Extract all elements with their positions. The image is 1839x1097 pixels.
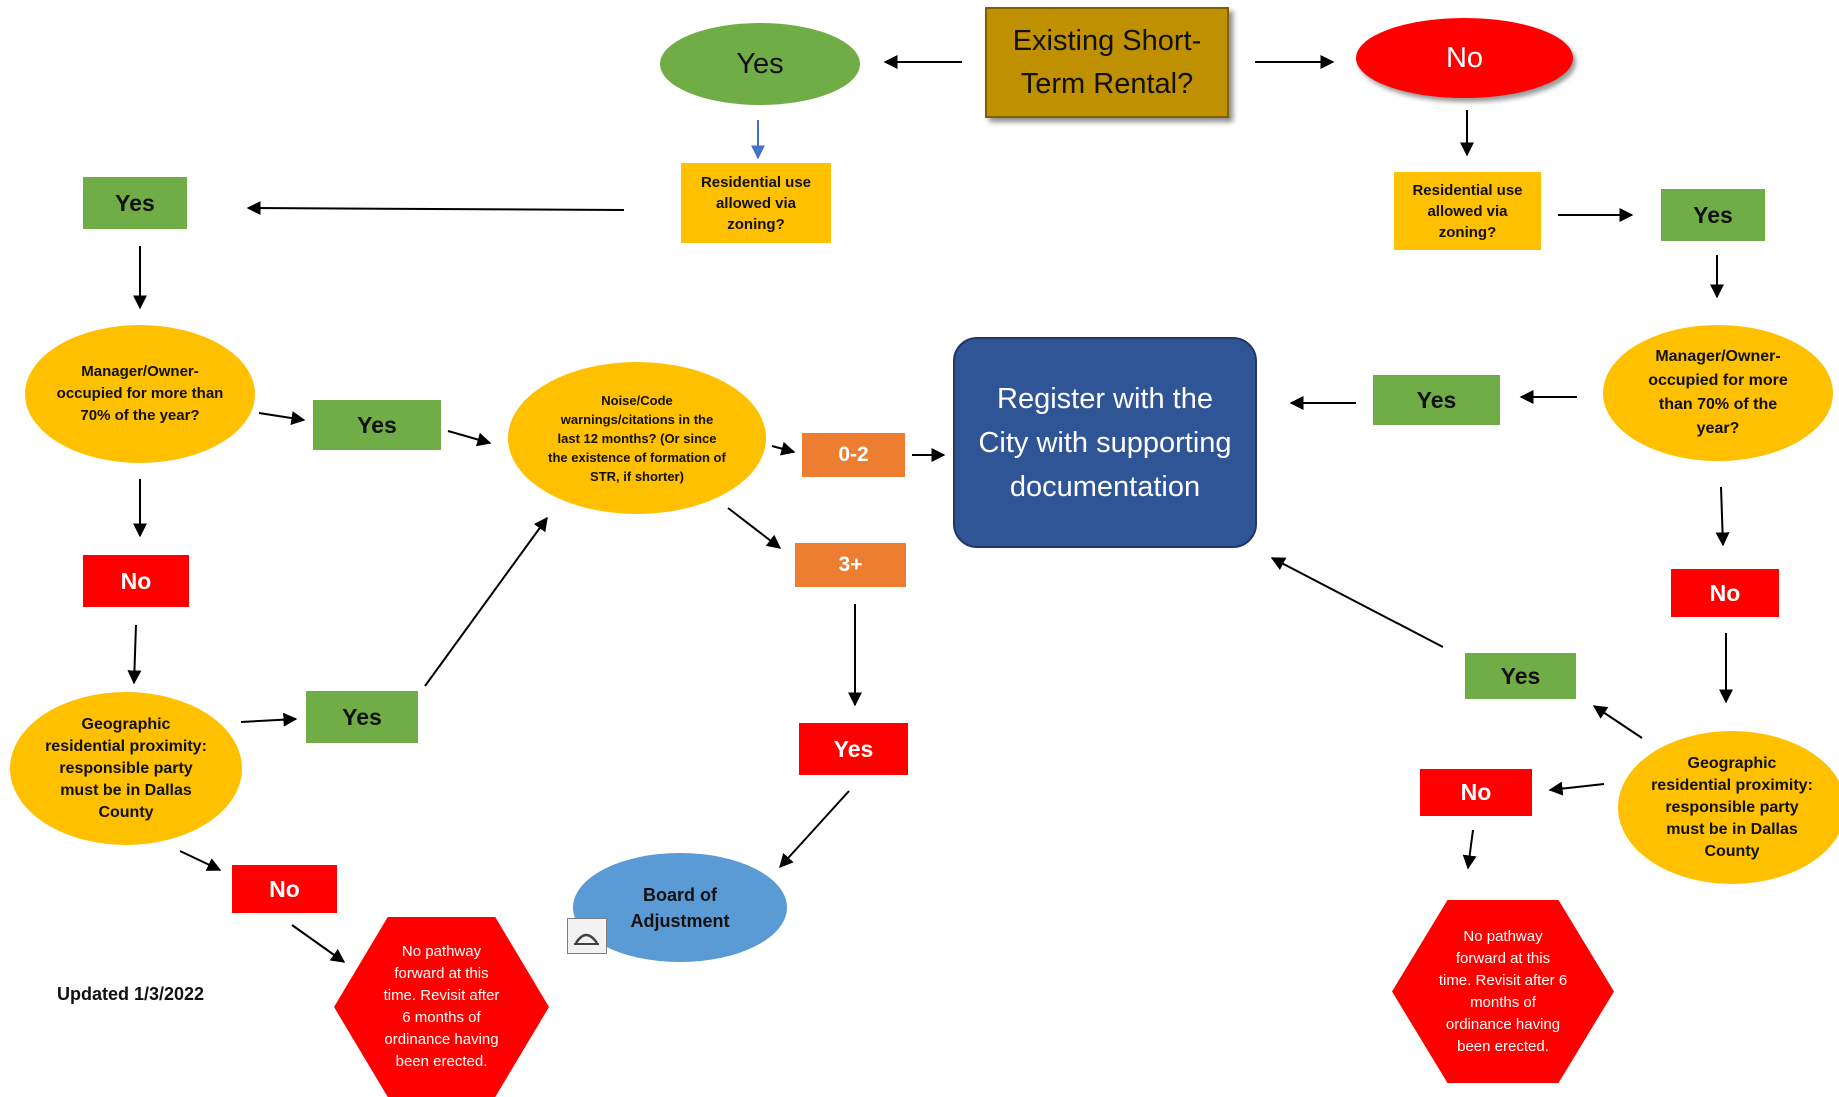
noise-code-question: Noise/Code warnings/citations in the las… bbox=[508, 362, 766, 514]
arrow-noise-to-0-2 bbox=[771, 441, 796, 456]
embedded-object-glyph bbox=[574, 933, 599, 945]
arrow-left-owner-to-yes bbox=[258, 411, 306, 425]
count-0-2-box: 0-2 bbox=[802, 433, 905, 477]
left-no-pathway-hexagon: No pathway forward at this time. Revisit… bbox=[334, 917, 549, 1097]
updated-date: Updated 1/3/2022 bbox=[57, 984, 205, 1004]
register-with-city-box: Register with the City with supporting d… bbox=[953, 337, 1257, 548]
left-geographic-no-box: No bbox=[232, 865, 337, 913]
top-no-ellipse: No bbox=[1356, 18, 1573, 98]
arrow-right-geo-to-yes bbox=[1592, 705, 1643, 739]
left-owner-no-box: No bbox=[83, 555, 189, 607]
top-yes-ellipse: Yes bbox=[660, 23, 860, 105]
arrow-right-no-to-hex bbox=[1462, 829, 1477, 870]
left-zoning-question: Residential use allowed via zoning? bbox=[681, 163, 831, 243]
right-owner-occupied-question: Manager/Owner-occupied for more than 70%… bbox=[1603, 325, 1833, 461]
left-zoning-yes-box: Yes bbox=[83, 177, 187, 229]
top-yes-label: Yes bbox=[736, 47, 784, 80]
right-owner-no-box: No bbox=[1671, 569, 1779, 617]
left-owner-yes-box: Yes bbox=[313, 400, 441, 450]
arrow-right-owner-to-no bbox=[1715, 486, 1730, 547]
right-geographic-no-box: No bbox=[1420, 769, 1532, 816]
arrow-noise-to-3-plus bbox=[727, 507, 782, 549]
right-zoning-question: Residential use allowed via zoning? bbox=[1394, 172, 1541, 250]
arrow-right-geo-yes-to-register bbox=[1270, 557, 1444, 648]
start-question-box: Existing Short-Term Rental? bbox=[985, 7, 1229, 118]
start-question-text: Existing Short-Term Rental? bbox=[1012, 24, 1202, 100]
board-of-adjustment-ellipse: Board of Adjustment bbox=[573, 853, 787, 962]
embedded-object-icon bbox=[567, 918, 607, 954]
arrow-left-zoning-to-yes bbox=[246, 201, 625, 216]
right-geographic-question: Geographic residential proximity: respon… bbox=[1618, 731, 1839, 884]
arrow-left-no-to-geo bbox=[127, 624, 142, 685]
top-no-label: No bbox=[1445, 41, 1484, 74]
arrow-yes-to-board bbox=[779, 790, 850, 869]
right-zoning-yes-box: Yes bbox=[1661, 189, 1765, 241]
arrow-left-geo-no-to-hex bbox=[291, 924, 346, 963]
left-owner-occupied-question: Manager/Owner-occupied for more than 70%… bbox=[25, 325, 255, 463]
arrow-left-geo-to-no bbox=[179, 850, 222, 871]
high-count-yes-box: Yes bbox=[799, 723, 908, 775]
right-geographic-yes-box: Yes bbox=[1465, 653, 1576, 699]
arrow-left-geo-to-yes bbox=[240, 712, 298, 727]
left-geographic-question: Geographic residential proximity: respon… bbox=[10, 692, 242, 845]
right-no-pathway-hexagon: No pathway forward at this time. Revisit… bbox=[1392, 900, 1614, 1083]
count-3-plus-box: 3+ bbox=[795, 543, 906, 587]
left-geographic-yes-box: Yes bbox=[306, 691, 418, 743]
arrow-left-geo-yes-to-noise bbox=[424, 516, 548, 687]
right-owner-yes-box: Yes bbox=[1373, 375, 1500, 425]
arrow-left-owner-yes-to-noise bbox=[447, 430, 492, 447]
arrow-right-geo-to-no bbox=[1548, 781, 1605, 796]
